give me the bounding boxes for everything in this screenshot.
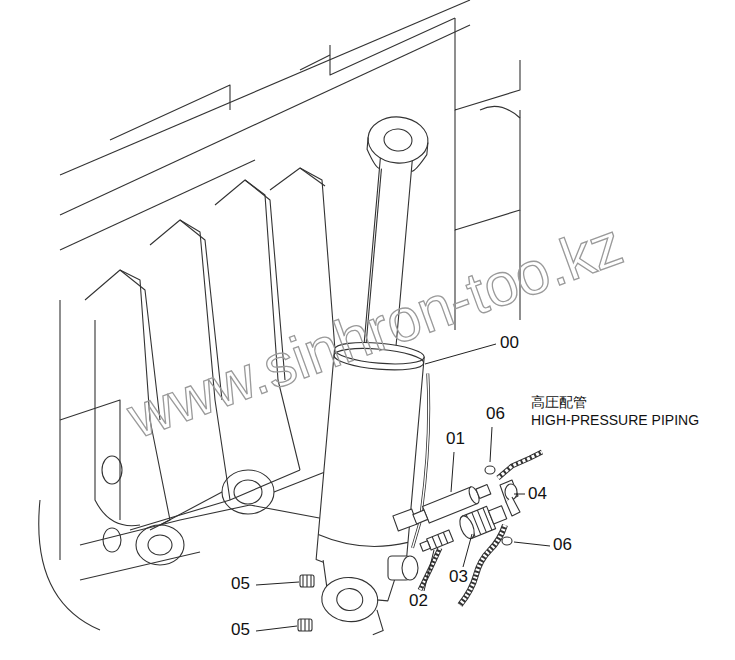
illustration-part <box>502 537 512 545</box>
illustration-part <box>160 492 222 525</box>
illustration-part <box>330 18 455 75</box>
illustration-part <box>451 452 454 492</box>
illustration-part <box>39 500 100 630</box>
callout-number: 05 <box>231 620 250 640</box>
illustration-part <box>366 169 381 343</box>
illustration-part <box>300 168 325 186</box>
illustration-part <box>310 113 456 638</box>
illustration-part <box>514 494 525 495</box>
illustration-part <box>402 556 418 580</box>
illustration-part <box>460 525 505 605</box>
illustration-part <box>413 510 428 524</box>
illustration-part <box>256 344 550 631</box>
illustration-part <box>427 530 454 550</box>
illustration-part <box>120 270 160 420</box>
illustration-part <box>485 466 495 474</box>
illustration-part <box>148 535 172 555</box>
note-text: 高圧配管 <box>531 394 587 410</box>
illustration-part <box>393 509 417 531</box>
illustration-part <box>318 535 408 550</box>
illustration-part <box>315 349 424 575</box>
illustration-part <box>454 230 455 330</box>
illustration-part <box>489 506 507 524</box>
callout-number: 06 <box>553 535 572 555</box>
callout-number: 03 <box>449 567 468 587</box>
illustration-part <box>256 626 297 631</box>
illustration-part <box>136 525 184 565</box>
illustration-part <box>245 180 285 380</box>
illustration-part <box>102 456 122 484</box>
illustration-part <box>303 575 311 587</box>
illustration-part <box>519 210 520 320</box>
illustration-part <box>424 550 434 591</box>
illustration-part <box>270 168 335 350</box>
callout-number: 01 <box>446 429 465 449</box>
illustration-part <box>150 220 230 500</box>
illustration-part <box>59 300 60 560</box>
illustration-part <box>103 528 121 552</box>
illustration-part <box>420 548 440 590</box>
illustration-part <box>420 548 440 590</box>
illustration-part <box>80 505 330 545</box>
illustration-part <box>506 497 520 516</box>
illustration-part <box>432 532 448 548</box>
illustration-part <box>85 270 170 530</box>
illustration-part <box>274 470 330 492</box>
illustration-part <box>215 180 300 470</box>
illustration-part <box>373 610 385 636</box>
callout-number: 04 <box>528 484 547 504</box>
illustration-part <box>234 480 262 504</box>
illustration-part <box>476 485 491 499</box>
illustration-part <box>514 542 550 546</box>
callout-number: 06 <box>486 404 505 424</box>
illustration-part <box>60 400 120 520</box>
illustration-part <box>498 452 542 478</box>
illustration-part <box>363 157 412 359</box>
illustration-part <box>366 114 430 165</box>
illustration-part <box>498 452 542 478</box>
illustration-part <box>420 541 430 551</box>
illustration-part <box>320 575 380 624</box>
illustration-part <box>383 128 413 152</box>
illustration-part <box>110 85 230 140</box>
callout-number: 00 <box>500 333 519 353</box>
illustration-part <box>460 525 505 605</box>
illustration-part <box>336 587 364 611</box>
illustration-part <box>334 339 425 367</box>
illustration-part <box>222 470 274 514</box>
illustration-part <box>500 480 520 516</box>
illustration-part <box>39 0 550 638</box>
illustration-part <box>333 345 424 373</box>
illustration-part <box>500 480 518 502</box>
illustration-part <box>298 575 314 631</box>
illustration-part <box>505 484 517 500</box>
illustration-part <box>455 18 520 110</box>
illustration-part <box>95 320 140 526</box>
illustration-part <box>298 619 312 631</box>
illustration-part <box>301 619 309 631</box>
illustration-part <box>455 110 520 230</box>
illustration-part <box>256 582 299 585</box>
illustration-part <box>60 0 470 175</box>
illustration-part <box>419 530 453 553</box>
illustration-part <box>300 55 330 70</box>
callout-number: 05 <box>231 574 250 594</box>
illustration-part <box>60 160 255 250</box>
illustration-part <box>365 137 427 172</box>
illustration-part <box>300 575 314 587</box>
illustration-part <box>480 106 520 118</box>
illustration-part <box>490 427 492 462</box>
illustration-part <box>130 470 300 530</box>
illustration-part <box>463 534 472 567</box>
illustration-part <box>457 514 477 541</box>
callout-number: 02 <box>409 591 428 611</box>
illustration-part <box>425 344 496 364</box>
illustration-part <box>180 220 222 400</box>
note-text: HIGH-PRESSURE PIPING <box>531 412 699 428</box>
